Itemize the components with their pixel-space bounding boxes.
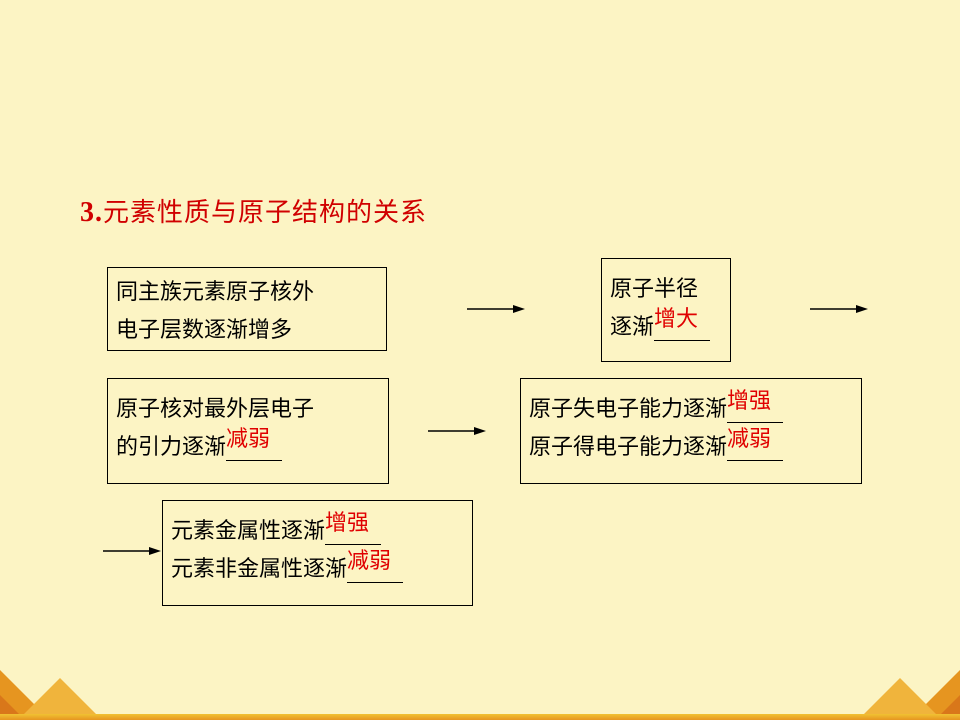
answer-underline bbox=[325, 544, 382, 545]
bottom-accent-bar bbox=[0, 714, 960, 720]
answer-text: 减弱 bbox=[347, 549, 392, 574]
corner-decoration-right-icon bbox=[858, 670, 960, 720]
arrow-right-icon bbox=[428, 424, 486, 438]
box-line: 电子层数逐渐增多 bbox=[116, 318, 293, 343]
box-line: 同主族元素原子核外 bbox=[116, 280, 315, 305]
box-line-prefix: 的引力逐渐 bbox=[116, 435, 227, 460]
box-line: 的引力逐渐减弱 bbox=[116, 427, 388, 467]
section-number: 3. bbox=[80, 197, 103, 228]
answer-blank[interactable]: 增强 bbox=[727, 389, 784, 429]
box-line: 原子核对最外层电子 bbox=[116, 397, 315, 422]
arrow-right-icon bbox=[103, 544, 161, 558]
box-line-prefix: 原子得电子能力逐渐 bbox=[529, 435, 728, 460]
section-heading: 3.元素性质与原子结构的关系 bbox=[80, 192, 427, 229]
box-line: 原子失电子能力逐渐增强 bbox=[529, 389, 861, 429]
box-line-prefix: 元素非金属性逐渐 bbox=[171, 557, 348, 582]
box-nuclear-attraction: 原子核对最外层电子 的引力逐渐减弱 bbox=[107, 378, 389, 484]
answer-blank[interactable]: 减弱 bbox=[226, 427, 283, 467]
answer-text: 增强 bbox=[727, 389, 772, 414]
answer-blank[interactable]: 增大 bbox=[654, 307, 711, 347]
answer-text: 减弱 bbox=[727, 427, 772, 452]
answer-underline bbox=[226, 460, 283, 461]
answer-text: 增强 bbox=[325, 511, 370, 536]
box-line-prefix: 元素金属性逐渐 bbox=[171, 519, 326, 544]
answer-underline bbox=[727, 422, 784, 423]
box-electron-gain-loss: 原子失电子能力逐渐增强 原子得电子能力逐渐减弱 bbox=[520, 378, 862, 484]
box-electron-layers: 同主族元素原子核外 电子层数逐渐增多 bbox=[107, 267, 387, 351]
answer-blank[interactable]: 减弱 bbox=[727, 427, 784, 467]
corner-decoration-left-icon bbox=[0, 670, 102, 720]
box-line-prefix: 原子失电子能力逐渐 bbox=[529, 397, 728, 422]
answer-text: 减弱 bbox=[226, 427, 271, 452]
answer-text: 增大 bbox=[654, 307, 699, 332]
answer-blank[interactable]: 减弱 bbox=[347, 549, 404, 589]
section-title: 元素性质与原子结构的关系 bbox=[103, 198, 428, 228]
box-line: 原子得电子能力逐渐减弱 bbox=[529, 427, 861, 467]
arrow-right-icon bbox=[467, 302, 525, 316]
answer-underline bbox=[654, 340, 711, 341]
box-line: 逐渐增大 bbox=[610, 307, 730, 347]
box-line: 元素非金属性逐渐减弱 bbox=[171, 549, 472, 589]
box-atomic-radius: 原子半径 逐渐增大 bbox=[601, 258, 731, 362]
box-line-prefix: 逐渐 bbox=[610, 315, 655, 340]
box-metallicity: 元素金属性逐渐增强 元素非金属性逐渐减弱 bbox=[162, 500, 473, 606]
answer-underline bbox=[727, 460, 784, 461]
arrow-right-icon bbox=[810, 302, 868, 316]
answer-blank[interactable]: 增强 bbox=[325, 511, 382, 551]
box-line: 原子半径 bbox=[610, 277, 699, 302]
box-line: 元素金属性逐渐增强 bbox=[171, 511, 472, 551]
answer-underline bbox=[347, 582, 404, 583]
